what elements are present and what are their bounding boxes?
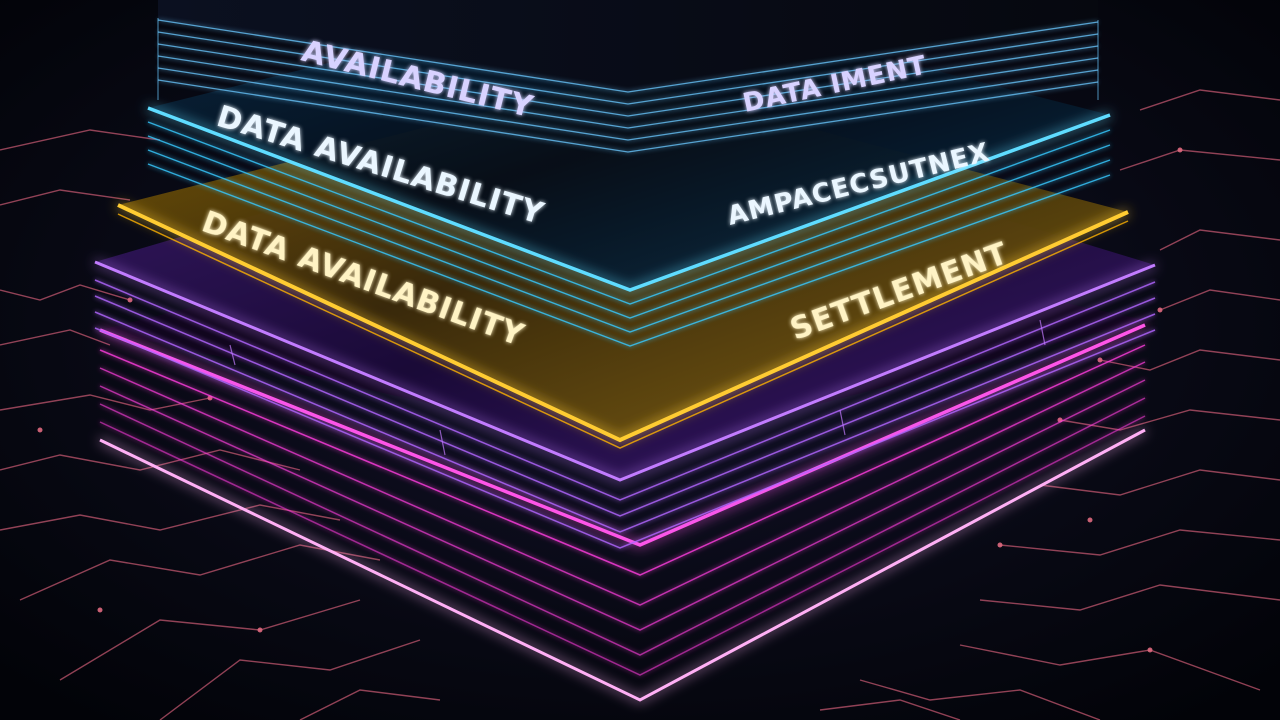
circuit-traces [0,89,1280,720]
cyan-layer [147,0,1111,347]
top-layer [157,0,1099,153]
